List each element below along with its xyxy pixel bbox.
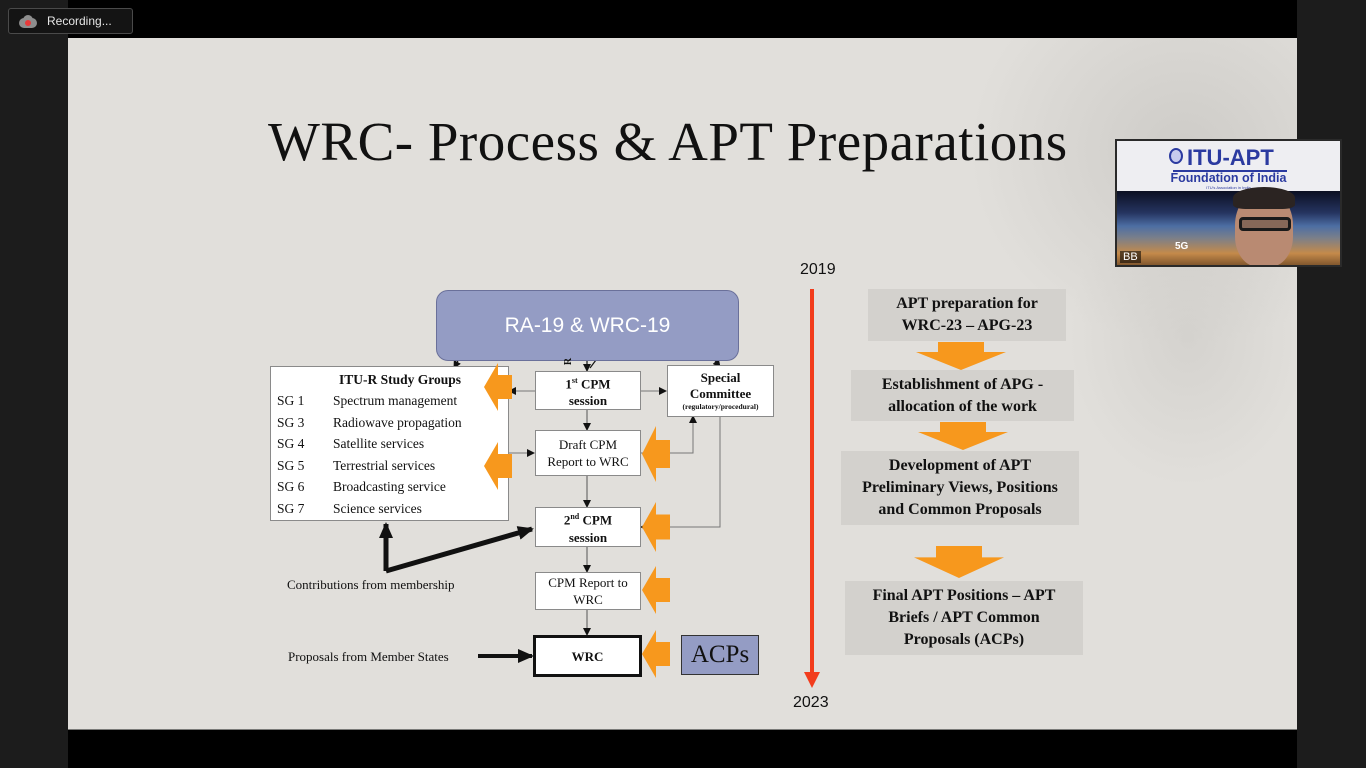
shared-slide: WRC- Process & APT Preparations	[68, 38, 1297, 729]
slide-title: WRC- Process & APT Preparations	[268, 111, 1068, 172]
recording-indicator[interactable]: Recording...	[8, 8, 133, 34]
r-mark: R	[563, 357, 575, 366]
recording-label: Recording...	[47, 14, 112, 28]
glasses	[1239, 217, 1291, 231]
participant-initials: BB	[1120, 251, 1141, 263]
timeline-line	[810, 289, 814, 674]
special-committee-box: Special Committee (regulatory/procedural…	[667, 365, 774, 417]
cpm2-session-box: 2nd CPM session	[535, 507, 641, 547]
contributions-label: Contributions from membership	[287, 577, 455, 592]
bottom-bar	[68, 729, 1297, 768]
timeline-arrowhead	[804, 672, 820, 688]
proposals-label: Proposals from Member States	[288, 649, 449, 664]
orange-down-arrow	[918, 422, 1008, 450]
banner-rule	[1173, 170, 1287, 172]
top-bar	[0, 0, 1366, 38]
orange-down-arrow	[914, 546, 1004, 578]
org-tagline: ITU's Association in India	[1206, 185, 1251, 190]
org-name: ITU-APT	[1187, 145, 1274, 170]
globe-logo-icon	[1169, 148, 1183, 164]
cloud-record-icon	[19, 14, 37, 28]
orange-left-arrow	[642, 502, 670, 552]
participant-video-tile[interactable]: ITU-APT Foundation of India ITU's Associ…	[1115, 139, 1342, 267]
right-margin	[1297, 0, 1366, 768]
virtual-background	[1117, 191, 1340, 265]
wrc-box: WRC	[533, 635, 642, 677]
timeline-start-year: 2019	[800, 261, 836, 278]
orange-down-arrow	[916, 342, 1006, 370]
cpm-report-box: CPM Report to WRC	[535, 572, 641, 610]
timeline-end-year: 2023	[793, 694, 829, 711]
orange-left-arrow	[642, 426, 670, 482]
ra-wrc-19-box: RA-19 & WRC-19	[436, 290, 739, 361]
left-margin	[0, 0, 68, 768]
cpm1-session-box: 1st CPM session	[535, 371, 641, 410]
draft-cpm-report-box: Draft CPM Report to WRC	[535, 430, 641, 476]
orange-left-arrow	[642, 566, 670, 614]
connector-top-to-cpm1b	[589, 359, 597, 369]
contributions-arrow-2	[385, 526, 534, 574]
orange-left-arrow	[642, 630, 670, 678]
apt-step-2: Establishment of APG -allocation of the …	[851, 370, 1074, 421]
orange-left-arrow	[484, 363, 512, 411]
orange-left-arrow	[484, 442, 512, 490]
org-subtitle: Foundation of India	[1170, 171, 1287, 185]
5g-badge: 5G	[1175, 241, 1189, 252]
participant-video	[1225, 187, 1301, 265]
acps-box: ACPs	[681, 635, 759, 675]
org-banner: ITU-APT Foundation of India ITU's Associ…	[1117, 141, 1340, 191]
study-groups-title: ITU-R Study Groups	[339, 372, 462, 387]
